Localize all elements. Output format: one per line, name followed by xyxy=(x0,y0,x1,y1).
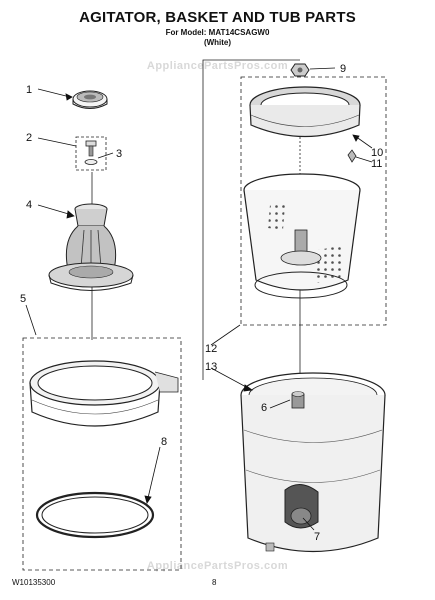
page-number: 8 xyxy=(212,578,217,587)
callout-leaders xyxy=(25,67,373,531)
callout-11: 11 xyxy=(371,158,382,170)
callout-4: 4 xyxy=(26,199,32,211)
basket-group xyxy=(240,76,387,326)
callout-9: 9 xyxy=(340,63,346,75)
tub-ring-group xyxy=(22,337,182,571)
agitator-part xyxy=(48,203,134,291)
model-line: For Model: MAT14CSAGW0 xyxy=(165,28,270,37)
callout-5: 5 xyxy=(20,293,26,305)
callout-2: 2 xyxy=(26,132,32,144)
agitator-cap-part xyxy=(72,90,108,109)
callout-1: 1 xyxy=(26,84,32,96)
callout-8: 8 xyxy=(161,436,167,448)
callout-13: 13 xyxy=(205,361,217,373)
callout-3: 3 xyxy=(116,148,122,160)
hub-nut-part xyxy=(290,63,310,77)
bolt-washer-group xyxy=(75,136,107,171)
watermark: AppliancePartsPros.com xyxy=(146,60,289,72)
watermark-bottom: AppliancePartsPros.com xyxy=(146,560,289,572)
callout-10: 10 xyxy=(371,147,383,159)
callout-6: 6 xyxy=(261,402,267,414)
callout-12: 12 xyxy=(205,343,217,355)
callout-labels: 1 2 3 4 5 8 9 10 11 12 13 6 7 xyxy=(20,63,383,543)
page-title: AGITATOR, BASKET AND TUB PARTS xyxy=(79,9,356,26)
document-number: W10135300 xyxy=(12,578,56,587)
color-line: (White) xyxy=(203,38,232,47)
callout-7: 7 xyxy=(314,531,320,543)
outer-tub-part xyxy=(240,372,386,553)
